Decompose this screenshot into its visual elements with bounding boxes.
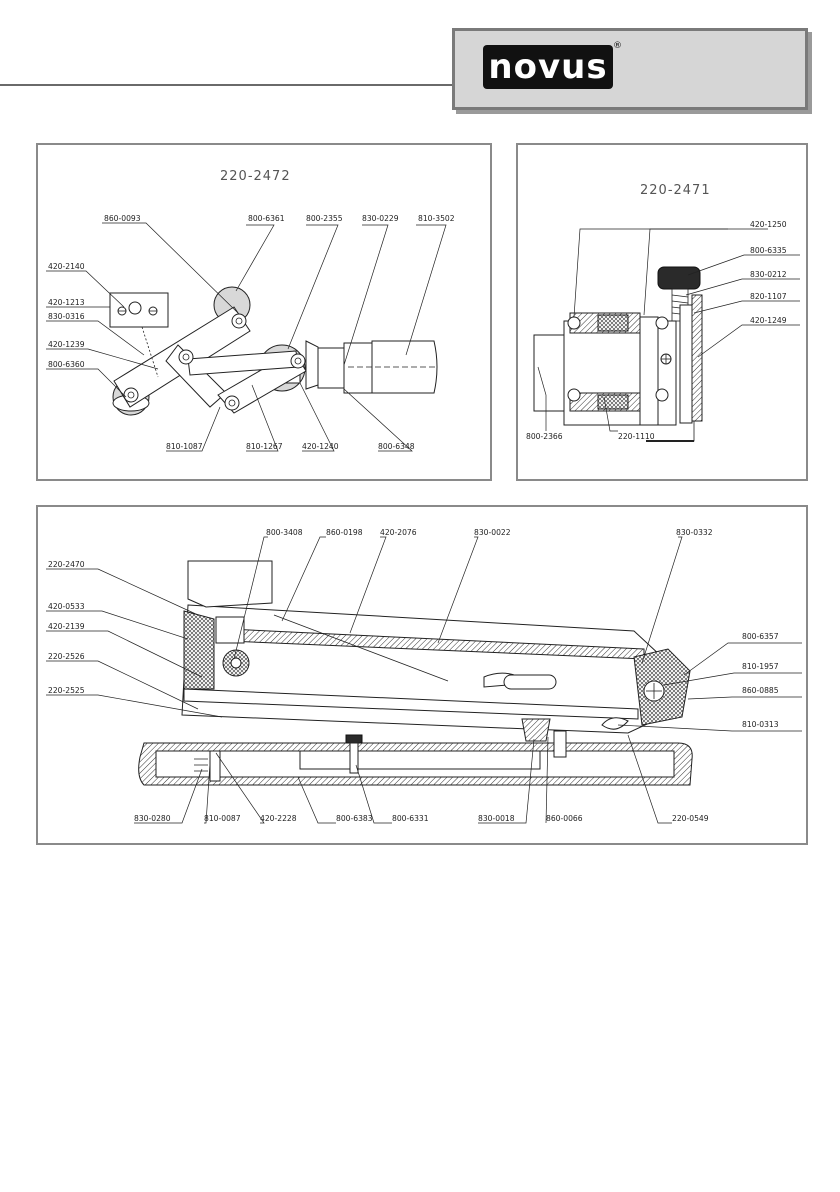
label-860-0198: 860-0198 xyxy=(326,528,363,537)
knob-disc xyxy=(646,266,703,442)
label-800-2366: 800-2366 xyxy=(526,432,563,441)
label-830-0018: 830-0018 xyxy=(478,814,515,823)
label-800-6357: 800-6357 xyxy=(742,632,779,641)
leader-lines xyxy=(537,228,800,432)
label-220-2470: 220-2470 xyxy=(48,560,85,569)
label-420-1213: 420-1213 xyxy=(48,298,85,307)
label-800-2355: 800-2355 xyxy=(306,214,343,223)
shaft-housing xyxy=(533,312,677,426)
label-810-0087: 810-0087 xyxy=(204,814,241,823)
label-810-1267: 810-1267 xyxy=(246,442,283,451)
label-800-6360: 800-6360 xyxy=(48,360,85,369)
label-810-0313: 810-0313 xyxy=(742,720,779,729)
brand-box: novus ® xyxy=(452,28,808,110)
label-420-1249: 420-1249 xyxy=(750,316,787,325)
label-820-1107: 820-1107 xyxy=(750,292,787,301)
label-810-1957: 810-1957 xyxy=(742,662,779,671)
leader-lines xyxy=(46,536,802,824)
label-220-1110: 220-1110 xyxy=(618,432,655,441)
label-420-1239: 420-1239 xyxy=(48,340,85,349)
label-860-0093: 860-0093 xyxy=(104,214,141,223)
registered-mark: ® xyxy=(613,41,622,51)
panel-title: 220-2471 xyxy=(640,183,711,198)
label-800-6383: 800-6383 xyxy=(336,814,373,823)
panel-section-view: 800-3408 860-0198 420-2076 830-0022 830-… xyxy=(36,505,808,845)
pivot-pins xyxy=(123,313,306,411)
label-830-0316: 830-0316 xyxy=(48,312,85,321)
assembly-drawing-a: 860-0093 800-6361 800-2355 830-0229 810-… xyxy=(46,214,455,452)
header-rule xyxy=(0,84,452,86)
label-810-3502: 810-3502 xyxy=(418,214,455,223)
label-420-1240: 420-1240 xyxy=(302,442,339,451)
label-830-0229: 830-0229 xyxy=(362,214,399,223)
magazine-arm xyxy=(181,604,663,734)
label-420-2076: 420-2076 xyxy=(380,528,417,537)
label-830-0212: 830-0212 xyxy=(750,270,787,279)
base-plate xyxy=(138,734,693,786)
novus-logo: novus xyxy=(483,45,613,89)
label-860-0066: 860-0066 xyxy=(546,814,583,823)
label-420-0533: 420-0533 xyxy=(48,602,85,611)
label-420-1250: 420-1250 xyxy=(750,220,787,229)
assembly-drawing-b: 420-1250 800-6335 830-0212 820-1107 420-… xyxy=(526,220,800,442)
label-810-1087: 810-1087 xyxy=(166,442,203,451)
front-head xyxy=(183,560,273,690)
assembly-drawing-c: 800-3408 860-0198 420-2076 830-0022 830-… xyxy=(46,528,802,824)
label-220-0549: 220-0549 xyxy=(672,814,709,823)
label-830-0280: 830-0280 xyxy=(134,814,171,823)
label-860-0885: 860-0885 xyxy=(742,686,779,695)
label-830-0332: 830-0332 xyxy=(676,528,713,537)
label-420-2228: 420-2228 xyxy=(260,814,297,823)
label-220-2525: 220-2525 xyxy=(48,686,85,695)
part-labels: 860-0093 800-6361 800-2355 830-0229 810-… xyxy=(48,214,455,451)
label-420-2139: 420-2139 xyxy=(48,622,85,631)
label-420-2140: 420-2140 xyxy=(48,262,85,271)
label-220-2526: 220-2526 xyxy=(48,652,85,661)
label-830-0022: 830-0022 xyxy=(474,528,511,537)
label-800-6361: 800-6361 xyxy=(248,214,285,223)
panel-220-2471: 220-2471 xyxy=(516,143,808,481)
label-800-3408: 800-3408 xyxy=(266,528,303,537)
rear-hinge xyxy=(601,648,691,730)
motor-cylinder xyxy=(305,340,438,394)
part-labels: 800-3408 860-0198 420-2076 830-0022 830-… xyxy=(48,528,779,823)
label-800-6348: 800-6348 xyxy=(378,442,415,451)
label-800-6335: 800-6335 xyxy=(750,246,787,255)
panel-220-2472: 220-2472 xyxy=(36,143,492,481)
label-800-6331: 800-6331 xyxy=(392,814,429,823)
bracket xyxy=(109,292,169,378)
part-labels: 420-1250 800-6335 830-0212 820-1107 420-… xyxy=(526,220,787,441)
panel-title: 220-2472 xyxy=(220,169,291,184)
leader-lines xyxy=(46,222,447,452)
